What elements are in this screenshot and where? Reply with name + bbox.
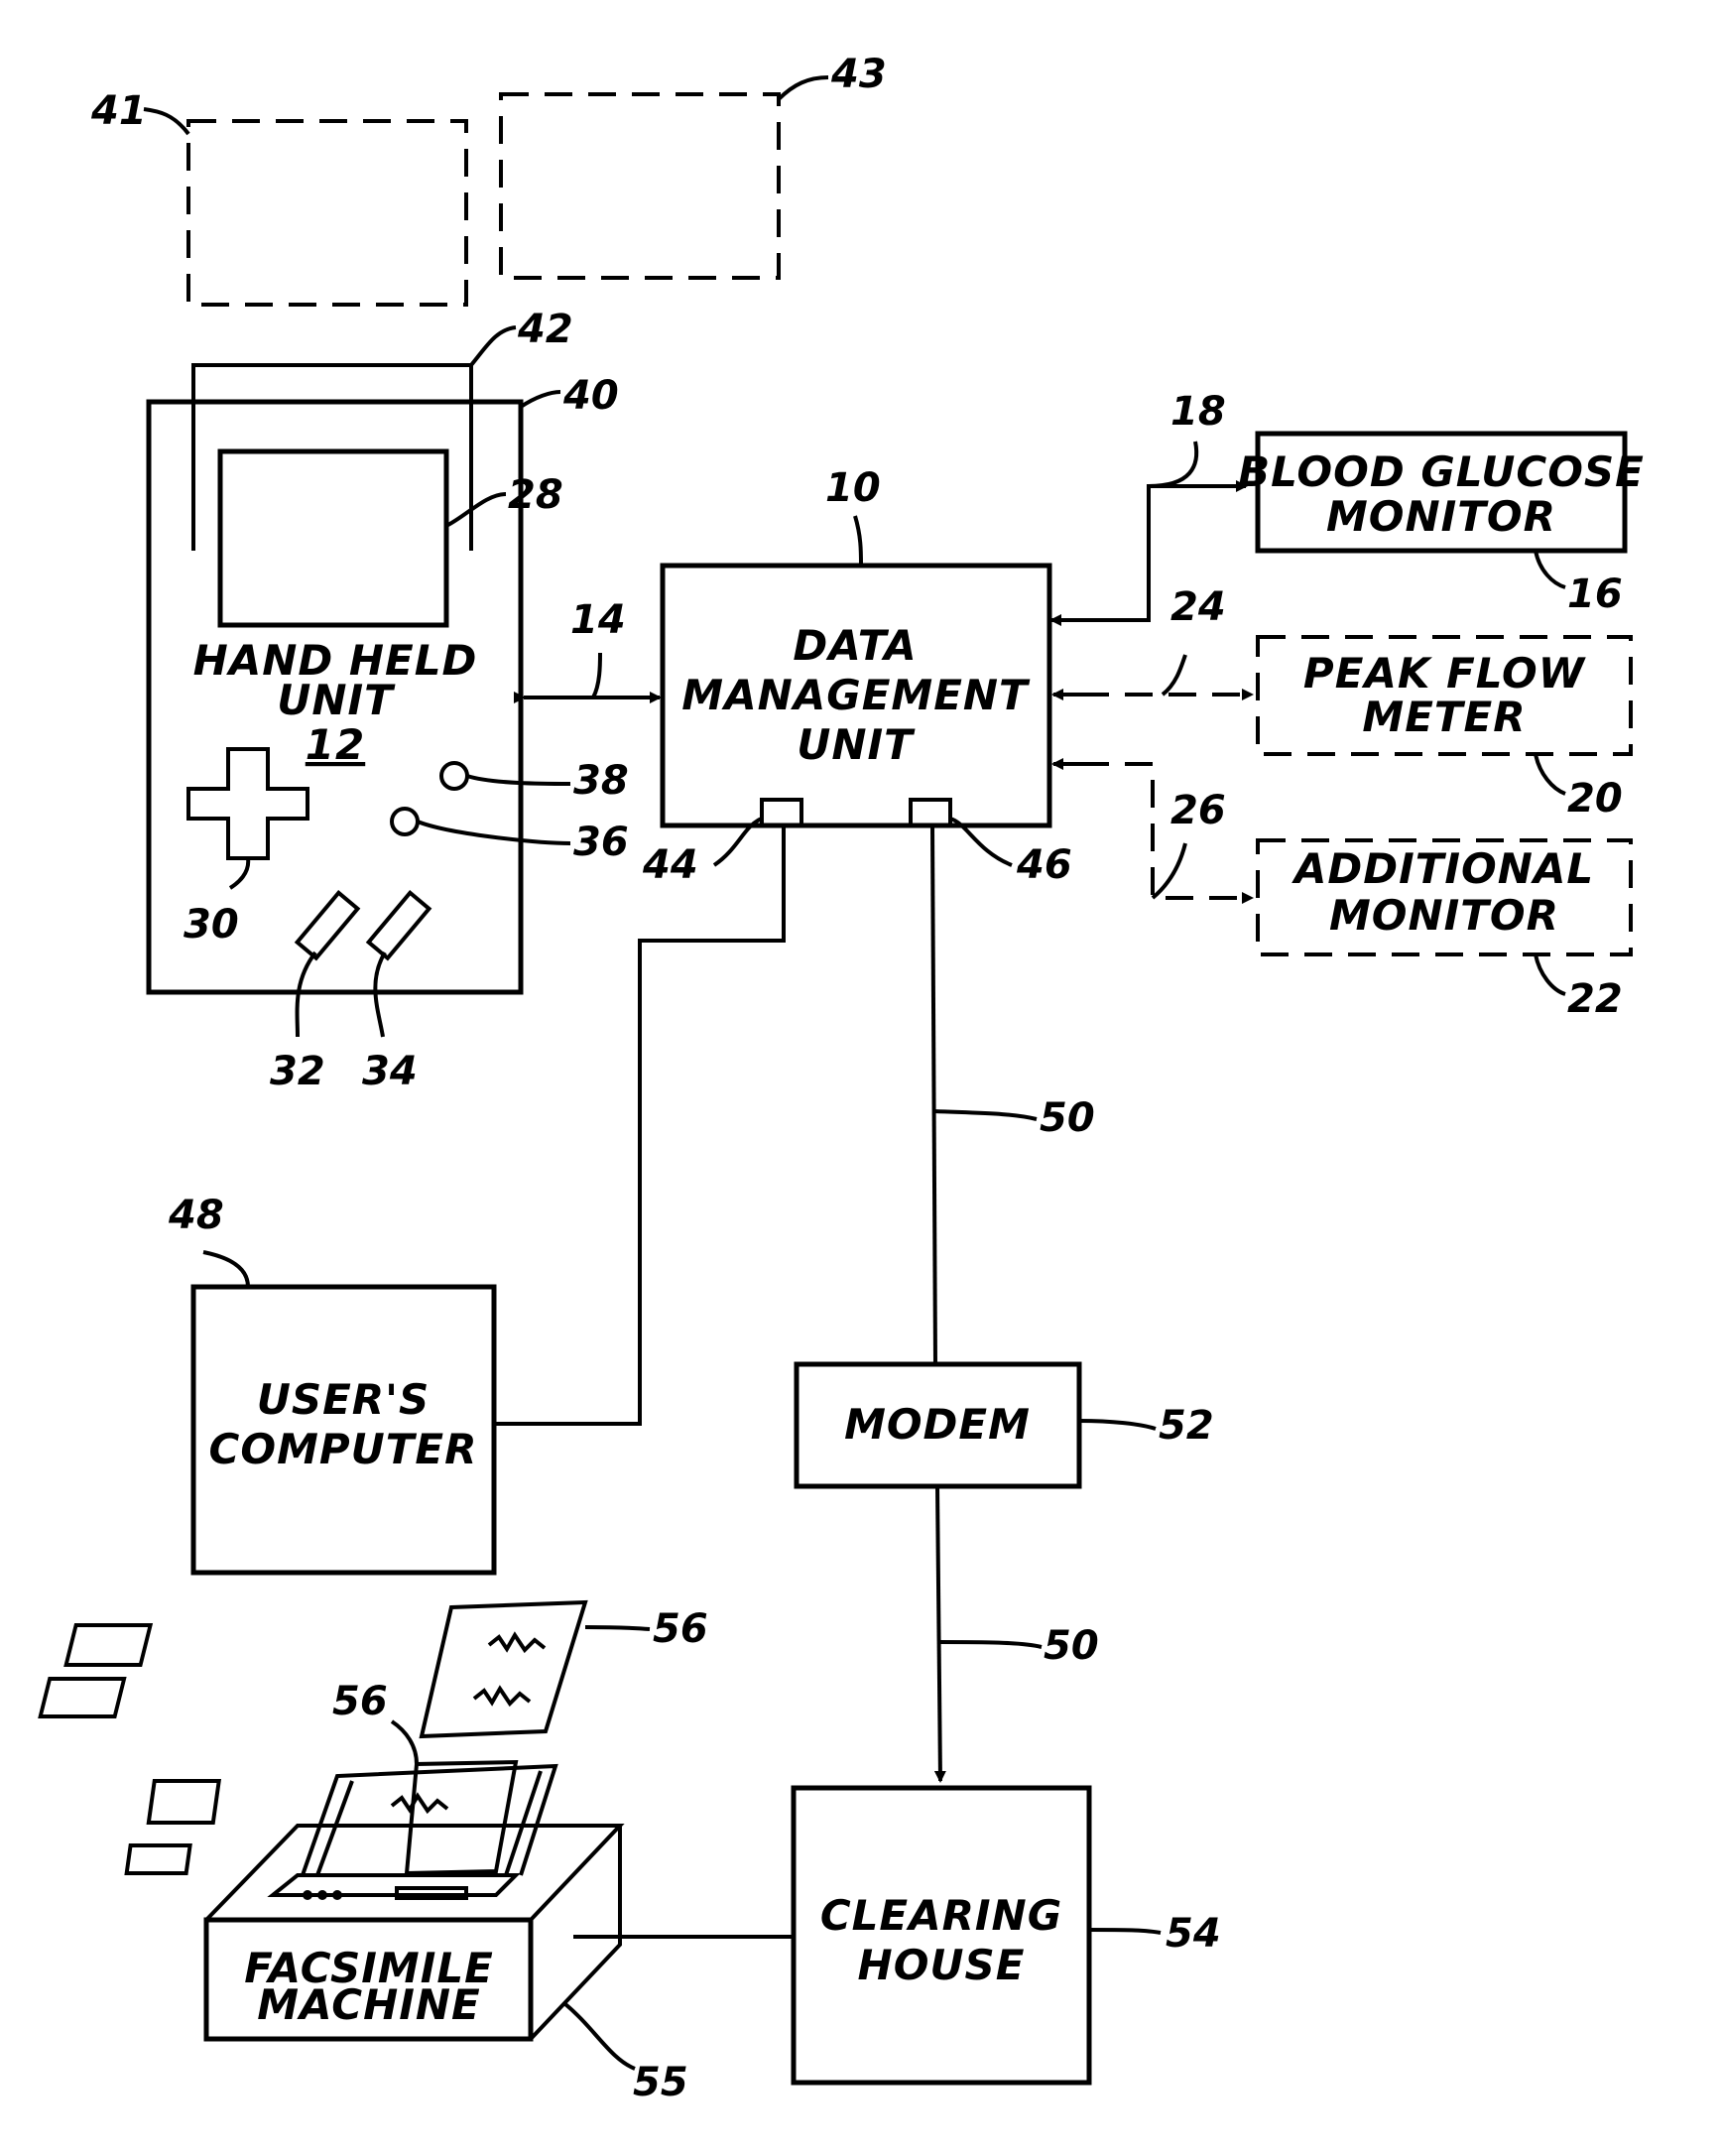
knob-38 xyxy=(441,763,467,789)
bgm-line-1: BLOOD GLUCOSE xyxy=(1238,447,1645,496)
hhu-line-2: UNIT xyxy=(277,676,396,724)
uc-line-1: USER'S xyxy=(257,1375,430,1424)
line-to-computer xyxy=(494,825,784,1424)
ref-28: 28 xyxy=(508,472,563,518)
d-pad xyxy=(188,749,308,858)
ref-46: 46 xyxy=(1016,842,1072,888)
dmu-line-1: DATA xyxy=(793,621,917,670)
button-32 xyxy=(298,893,358,958)
port-44 xyxy=(762,800,801,825)
ref-54: 54 xyxy=(1166,1911,1221,1957)
ref-44: 44 xyxy=(642,842,698,888)
dmu-line-3: UNIT xyxy=(797,720,916,769)
line-50 xyxy=(932,825,935,1364)
knob-36 xyxy=(392,809,418,834)
cartridge-42 xyxy=(193,365,471,551)
ref-43: 43 xyxy=(830,52,887,97)
fm-line-2: MACHINE xyxy=(257,1980,480,2029)
floating-paper xyxy=(41,1602,585,1736)
ref-24: 24 xyxy=(1170,584,1226,630)
ch-line-1: CLEARING xyxy=(820,1891,1062,1940)
ref-26: 26 xyxy=(1170,788,1226,833)
button-34 xyxy=(369,893,430,958)
ref-56-floating: 56 xyxy=(653,1606,708,1652)
ch-line-2: HOUSE xyxy=(858,1941,1026,1989)
ref-10: 10 xyxy=(825,465,881,511)
pfm-line-2: METER xyxy=(1362,693,1526,741)
hhu-number: 12 xyxy=(306,720,365,769)
ref-56-fax: 56 xyxy=(332,1679,388,1724)
dashed-box-43 xyxy=(501,94,779,278)
ref-34: 34 xyxy=(362,1049,418,1094)
ref-36: 36 xyxy=(573,820,629,865)
ref-18: 18 xyxy=(1170,389,1226,435)
ref-30: 30 xyxy=(184,902,239,948)
ref-20: 20 xyxy=(1567,776,1623,822)
ref-48: 48 xyxy=(168,1193,224,1238)
ref-50-lower: 50 xyxy=(1044,1623,1099,1669)
am-line-1: ADDITIONAL xyxy=(1292,844,1594,893)
ref-40: 40 xyxy=(562,373,619,419)
dmu-line-2: MANAGEMENT xyxy=(681,671,1031,719)
am-line-2: MONITOR xyxy=(1329,891,1559,940)
ref-38: 38 xyxy=(573,758,629,804)
ref-32: 32 xyxy=(270,1049,325,1094)
ref-55: 55 xyxy=(633,2060,688,2105)
ref-14: 14 xyxy=(570,597,626,643)
bgm-line-2: MONITOR xyxy=(1326,492,1556,541)
port-46 xyxy=(911,800,950,825)
ref-41: 41 xyxy=(90,88,147,134)
dashed-box-41 xyxy=(188,121,466,305)
display-screen xyxy=(220,451,446,625)
modem-label: MODEM xyxy=(844,1400,1031,1449)
ref-52: 52 xyxy=(1159,1403,1214,1449)
pfm-line-1: PEAK FLOW xyxy=(1303,649,1587,698)
ref-16: 16 xyxy=(1567,571,1623,617)
ref-42: 42 xyxy=(517,307,573,352)
ref-50-upper: 50 xyxy=(1040,1095,1095,1141)
ref-22: 22 xyxy=(1567,976,1623,1022)
uc-line-2: COMPUTER xyxy=(209,1425,478,1473)
